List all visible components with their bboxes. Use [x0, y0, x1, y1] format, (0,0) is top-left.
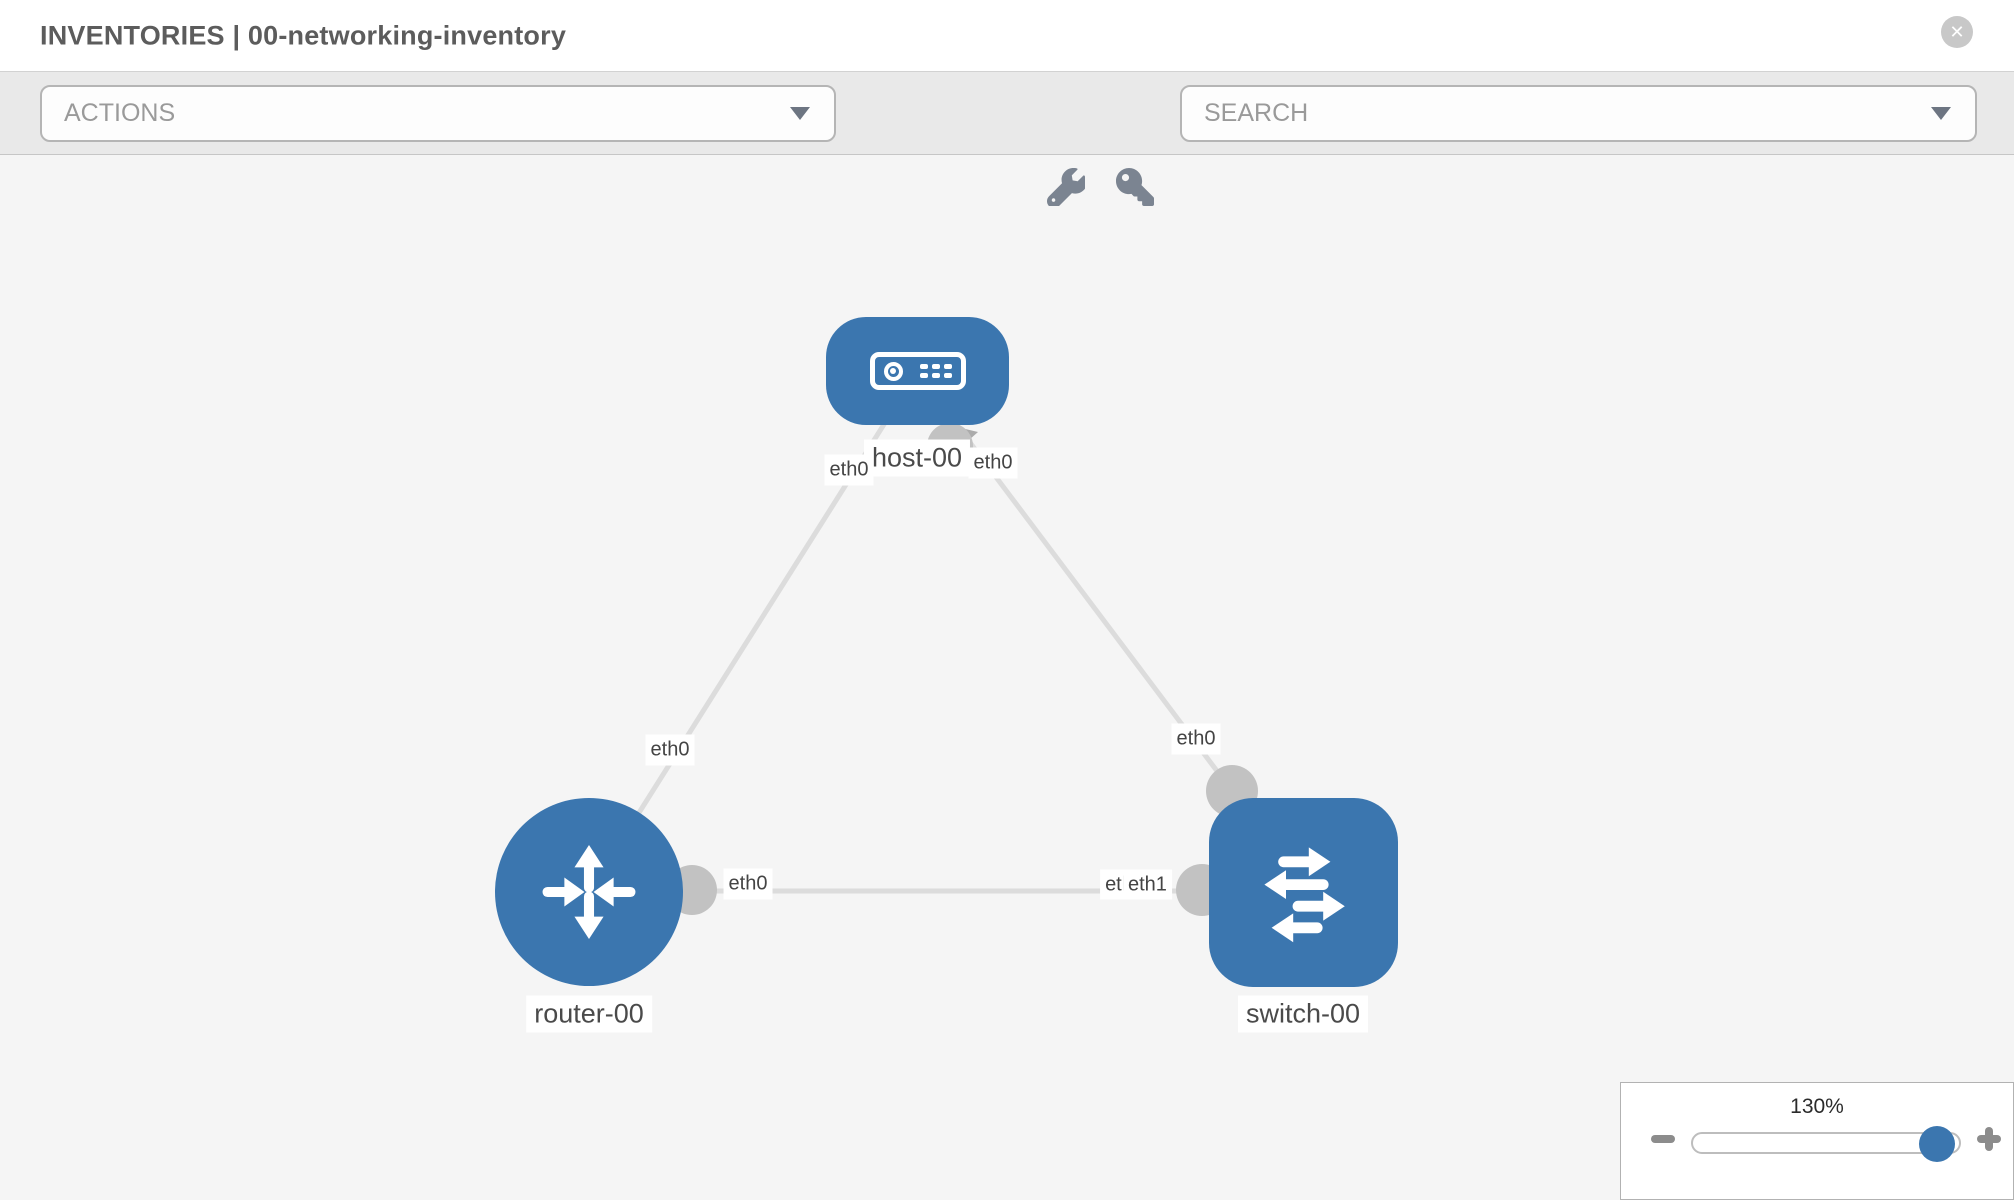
search-dropdown[interactable]: SEARCH: [1180, 85, 1977, 142]
close-icon[interactable]: ✕: [1941, 16, 1973, 48]
node-label-switch: switch-00: [1237, 995, 1369, 1033]
port-label-router-eth0-right: eth0: [723, 868, 773, 900]
node-label-host: host-00: [863, 439, 971, 477]
chevron-down-icon: [790, 107, 810, 120]
chevron-down-icon: [1931, 107, 1951, 120]
port-label-host-eth0-right: eth0: [968, 447, 1018, 479]
zoom-slider-handle[interactable]: [1919, 1126, 1955, 1162]
node-router-00[interactable]: [495, 798, 683, 986]
zoom-control-panel: 130%: [1620, 1082, 2014, 1200]
zoom-slider-track[interactable]: [1691, 1126, 1961, 1162]
search-dropdown-label: SEARCH: [1204, 99, 1309, 127]
port-label-switch-eth0-top: eth0: [1171, 723, 1221, 755]
zoom-in-button[interactable]: [1977, 1127, 2001, 1151]
host-icon: [869, 352, 966, 390]
port-label-switch-eth1-over: eth1: [1123, 869, 1172, 900]
toolbar: ACTIONS SEARCH: [0, 72, 2014, 209]
actions-dropdown[interactable]: ACTIONS: [40, 85, 836, 142]
header-bar: INVENTORIES | 00-networking-inventory ✕: [0, 0, 2014, 72]
wrench-icon[interactable]: [1046, 168, 1088, 209]
zoom-level-value: 130%: [1790, 1095, 1844, 1118]
switch-icon: [1263, 846, 1345, 942]
actions-dropdown-label: ACTIONS: [64, 99, 176, 127]
router-icon: [542, 844, 636, 940]
port-label-router-eth0-top: eth0: [645, 734, 695, 766]
node-switch-00[interactable]: [1209, 798, 1398, 987]
zoom-out-button[interactable]: [1651, 1135, 1675, 1143]
page-title: INVENTORIES | 00-networking-inventory: [40, 20, 567, 50]
node-host-00[interactable]: [826, 317, 1009, 425]
port-label-host-eth0-left: eth0: [824, 454, 874, 486]
node-label-router: router-00: [526, 995, 652, 1033]
key-icon[interactable]: [1116, 168, 1154, 206]
